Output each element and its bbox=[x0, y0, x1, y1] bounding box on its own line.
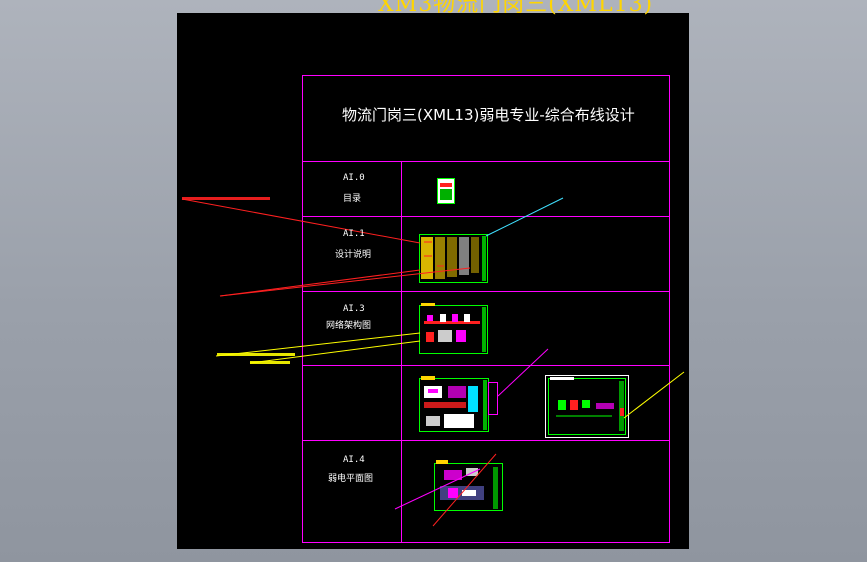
sheet-code-ai0: AI.0 bbox=[343, 173, 365, 183]
sheet-name-ai3: 网络架构图 bbox=[326, 321, 372, 331]
drawing-title: XM3物流门岗三(XML13) bbox=[378, 0, 654, 17]
sheet-code-ai3: AI.3 bbox=[343, 304, 365, 314]
sheet-code-ai4: AI.4 bbox=[343, 455, 365, 465]
table-header: 物流门岗三(XML13)弱电专业-综合布线设计 bbox=[342, 106, 635, 124]
sheet-name-ai0: 目录 bbox=[343, 194, 362, 204]
sheet-name-ai4: 弱电平面图 bbox=[328, 474, 374, 484]
sheet-code-ai1: AI.1 bbox=[343, 229, 365, 239]
sheet-name-ai1: 设计说明 bbox=[335, 250, 372, 260]
drawing-canvas[interactable] bbox=[177, 13, 689, 549]
